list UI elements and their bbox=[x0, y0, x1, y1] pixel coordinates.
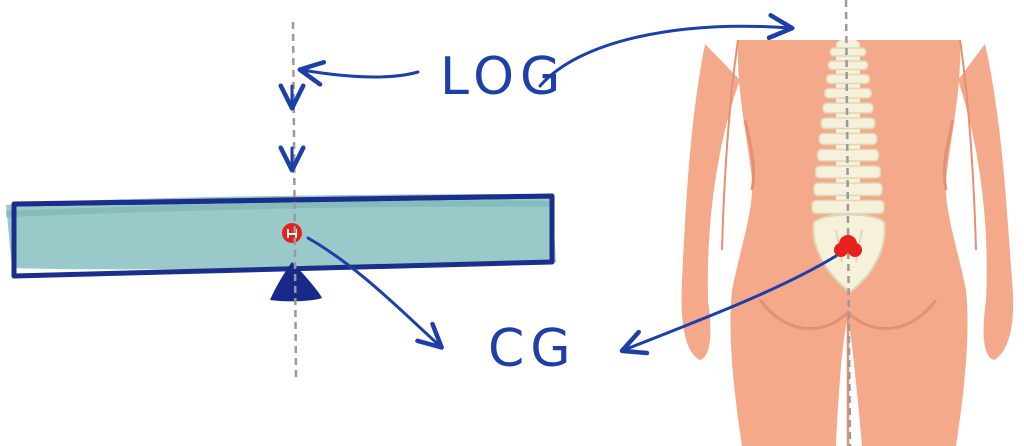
left-arm bbox=[681, 44, 740, 360]
lever-beam-group bbox=[5, 193, 556, 302]
log-arrow-to-beam bbox=[297, 59, 420, 87]
annotation-arrows bbox=[278, 13, 838, 356]
vertebra bbox=[825, 73, 871, 85]
body-line-of-gravity bbox=[844, 0, 852, 446]
vertebra bbox=[829, 47, 867, 57]
cg-label: CG bbox=[488, 319, 577, 379]
log-arrow-to-body bbox=[538, 13, 795, 88]
body-cg-red-dot-icon bbox=[834, 235, 862, 257]
vertebra bbox=[827, 60, 869, 71]
log-label: LOG bbox=[440, 47, 566, 107]
right-arm bbox=[958, 44, 1014, 360]
spine bbox=[811, 40, 885, 220]
cg-arrow-from-beam bbox=[306, 236, 444, 350]
beam-fill bbox=[6, 194, 556, 270]
cg-arrow-from-body bbox=[619, 254, 838, 356]
fulcrum-triangle-icon bbox=[270, 262, 322, 302]
